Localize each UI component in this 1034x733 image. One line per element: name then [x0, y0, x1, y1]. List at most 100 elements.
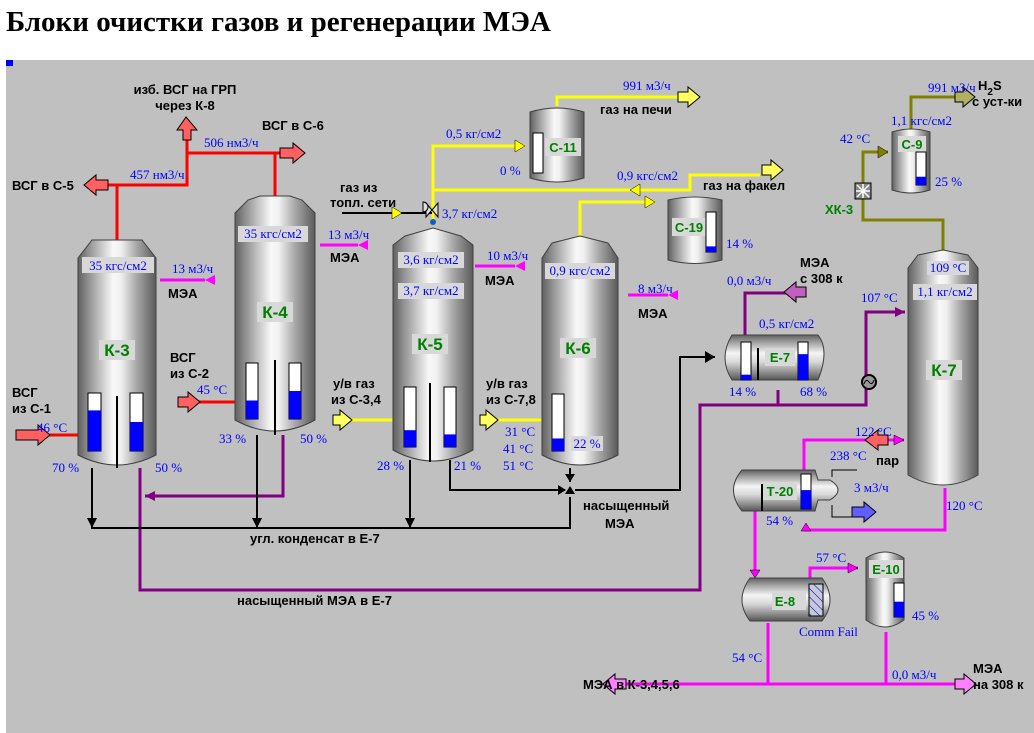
e7-level-left-bar-track: [740, 341, 752, 381]
label-vsg-from-c1b: из С-1: [12, 401, 51, 416]
label-mea-k6: МЭА: [638, 306, 668, 321]
c19-level-text: 14 %: [726, 236, 753, 251]
e10-tag: Е-10: [872, 562, 899, 577]
label-vsg-to-grp: изб. ВСГ на ГРП: [134, 82, 237, 97]
c9-tag: С-9: [902, 137, 923, 152]
label-vsg-to-c5: ВСГ в С-5: [12, 178, 74, 193]
c11-tag: С-11: [549, 140, 576, 155]
e7-level-left-bar: [741, 374, 751, 380]
label-vsg-from-c2: ВСГ: [170, 350, 196, 365]
corner-marker: [6, 60, 13, 66]
gas-lines: [348, 95, 760, 422]
label-uv-gas-k6: у/в газ: [486, 376, 528, 391]
k5-mea-flow: 10 м3/ч: [487, 248, 529, 263]
saturated-mea-lines: [138, 291, 905, 592]
k6-temp-2: 41 °C: [503, 441, 533, 456]
k5-level-left-bar: [404, 430, 416, 447]
e7-level-right: 68 %: [800, 384, 827, 399]
label-mea-from-308: МЭА: [800, 255, 830, 270]
label-saturated-mea-to-e7: насыщенный МЭА в Е-7: [237, 593, 392, 608]
k3-mea-flow: 13 м3/ч: [172, 261, 214, 276]
separator-c11[interactable]: С-11: [529, 107, 585, 183]
k5-pressure-mid: 3,7 кг/см2: [403, 283, 458, 298]
c19-pressure: 0,9 кгс/см2: [617, 168, 678, 183]
c9-pressure: 1,1 кгс/см2: [891, 113, 952, 128]
k7-top-temp: 109 °C: [930, 260, 967, 275]
k6-pressure: 0,9 кгс/см2: [549, 263, 610, 278]
label-vsg-to-grp-2: через К-8: [155, 98, 215, 113]
k3-level-left: 70 %: [52, 460, 79, 475]
k4-level-right-bar: [289, 391, 301, 419]
flow-arrows: [15, 85, 977, 696]
air-cooler-icon[interactable]: [854, 182, 872, 200]
k5-pressure-top: 3,6 кг/см2: [403, 252, 458, 267]
label-mea-k3: МЭА: [168, 286, 198, 301]
k5-level-right-bar: [444, 434, 456, 447]
c9-level-bar: [916, 176, 926, 185]
e8-comm-fail: Comm Fail: [799, 624, 858, 639]
c19-level-bar: [706, 246, 716, 252]
e7-tag: Е-7: [770, 350, 790, 365]
t20-tag: Т-20: [767, 484, 794, 499]
k4-level-left: 33 %: [219, 431, 246, 446]
k4-inlet-temp: 45 °C: [197, 382, 227, 397]
label-uv-gas-k6b: из С-7,8: [486, 392, 536, 407]
level-indicators: [87, 151, 927, 618]
reboiler-t20[interactable]: Т-20: [733, 469, 858, 518]
label-vsg-to-c6: ВСГ в С-6: [262, 118, 324, 133]
c9-outlet-flow: 991 м3/ч: [928, 80, 976, 95]
c11-inlet-pressure: 0,5 кг/см2: [446, 126, 501, 141]
cooler-tag: ХК-3: [825, 202, 853, 217]
flow-457: 457 нм3/ч: [130, 167, 185, 182]
label-mea-to-k: МЭА в К-3,4,5,6: [583, 677, 680, 692]
k6-tag: К-6: [565, 339, 591, 358]
e10-level-bar: [894, 601, 904, 617]
k3-inlet-temp: 46 °C: [37, 420, 67, 435]
label-saturated-mea-2: МЭА: [605, 516, 635, 531]
label-h2s-from: с уст-ки: [972, 94, 1022, 109]
k4-level-right: 50 %: [300, 431, 327, 446]
e8-bottom-temp: 54 °C: [732, 650, 762, 665]
label-saturated-mea: насыщенный: [583, 498, 669, 513]
e10-outlet-flow: 0,0 м3/ч: [892, 667, 937, 682]
h2s-lines: [861, 95, 958, 250]
label-vsg-from-c2b: из С-2: [170, 366, 209, 381]
k5-level-right: 21 %: [454, 458, 481, 473]
t20-level-text: 54 %: [766, 513, 793, 528]
pump-icon[interactable]: [861, 374, 877, 390]
control-valve-icon[interactable]: [422, 201, 439, 225]
k5-level-left: 28 %: [377, 458, 404, 473]
t20-steam-flow: 3 м3/ч: [854, 480, 889, 495]
label-vsg-from-c1: ВСГ: [12, 385, 38, 400]
c9-level-text: 25 %: [935, 174, 962, 189]
t20-level-bar: [801, 490, 811, 509]
t20-temp: 238 °C: [830, 448, 867, 463]
label-gas-to-flare: газ на факел: [703, 178, 785, 193]
k6-temp-1: 31 °C: [505, 424, 535, 439]
k7-inlet-temp: 107 °C: [861, 290, 898, 305]
k6-level-bar: [552, 438, 564, 451]
label-mea-from-308b: с 308 к: [800, 271, 843, 286]
k3-pressure: 35 кгс/см2: [89, 258, 147, 273]
k7-bottom-temp: 120 °C: [946, 498, 983, 513]
drum-e7[interactable]: Е-7: [724, 334, 825, 381]
label-h2s: H2S: [978, 78, 1002, 98]
e10-level-text: 45 %: [912, 608, 939, 623]
k3-level-right-bar: [130, 422, 143, 451]
e7-outlet-flow: 0,0 м3/ч: [727, 273, 772, 288]
e7-level-left: 14 %: [729, 384, 756, 399]
k4-tag: К-4: [262, 303, 288, 322]
k7-tag: К-7: [931, 361, 957, 380]
k4-pressure: 35 кгс/см2: [244, 226, 302, 241]
e7-pressure: 0,5 кг/см2: [759, 316, 814, 331]
label-fuel-gas-2: топл. сети: [330, 195, 396, 210]
label-gas-to-furnace: газ на печи: [600, 102, 672, 117]
label-mea-k5: МЭА: [485, 273, 515, 288]
c9-inlet-temp: 42 °C: [840, 131, 870, 146]
drum-e8[interactable]: Е-8: [741, 577, 831, 622]
k7-pressure: 1,1 кг/см2: [917, 284, 972, 299]
k6-mea-flow: 8 м3/ч: [638, 281, 673, 296]
k4-mea-flow: 13 м3/ч: [328, 227, 370, 242]
column-k7[interactable]: 109 °C 1,1 кг/см2 К-7: [907, 249, 979, 486]
